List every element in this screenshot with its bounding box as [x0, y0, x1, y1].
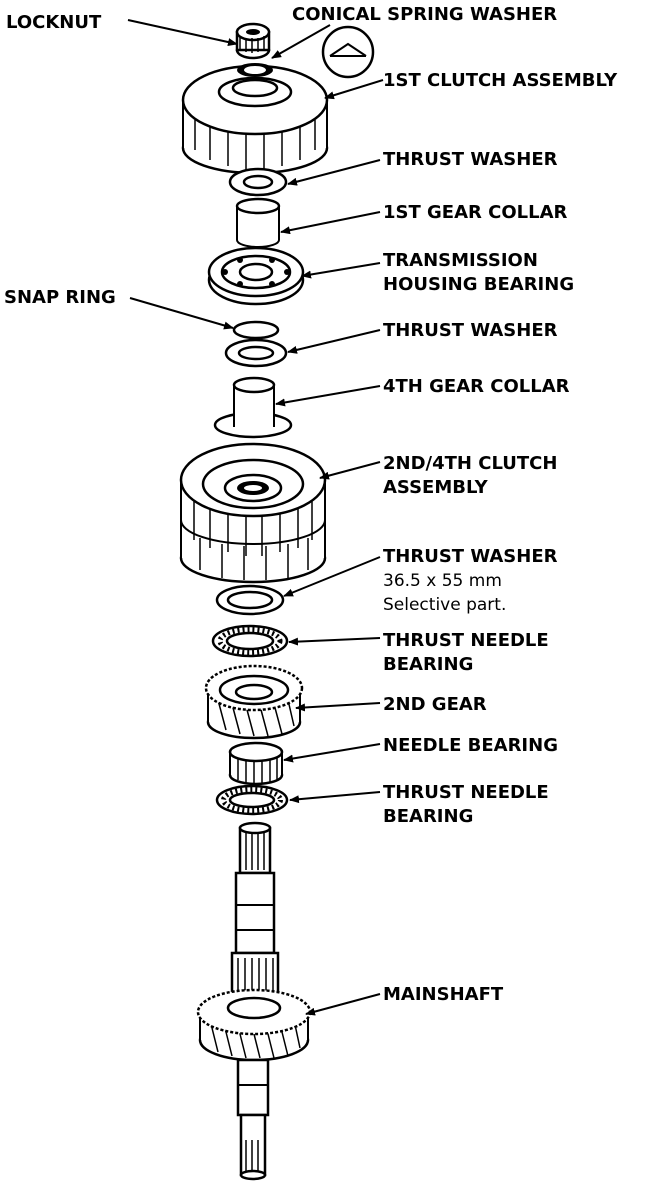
label-mainshaft: MAINSHAFT	[383, 984, 504, 1005]
thrust-washer-3-part	[215, 584, 285, 616]
label-second-fourth-clutch-2: ASSEMBLY	[383, 477, 489, 498]
label-transmission-housing-bearing-1: TRANSMISSION	[383, 250, 538, 271]
label-first-gear-collar: 1ST GEAR COLLAR	[383, 202, 568, 223]
label-transmission-housing-bearing-2: HOUSING BEARING	[383, 274, 574, 295]
transmission-housing-bearing-part	[207, 246, 305, 306]
thrust-washer-1-part	[228, 167, 288, 197]
label-thrust-washer-1: THRUST WASHER	[383, 149, 558, 170]
label-first-clutch-assembly: 1ST CLUTCH ASSEMBLY	[383, 70, 618, 91]
conical-spring-washer-detail	[321, 25, 375, 79]
thrust-needle-bearing-1-part	[211, 624, 289, 658]
label-thrust-washer-3-size: 36.5 x 55 mm	[383, 571, 502, 591]
label-thrust-needle-bearing-2a: THRUST NEEDLE	[383, 782, 549, 803]
label-needle-bearing: NEEDLE BEARING	[383, 735, 558, 756]
label-fourth-gear-collar: 4TH GEAR COLLAR	[383, 376, 570, 397]
label-locknut: LOCKNUT	[6, 12, 102, 33]
label-snap-ring: SNAP RING	[4, 287, 116, 308]
label-thrust-needle-bearing-2b: BEARING	[383, 806, 473, 827]
first-clutch-assembly-part	[181, 63, 329, 175]
label-thrust-washer-2: THRUST WASHER	[383, 320, 558, 341]
label-thrust-needle-bearing-1b: BEARING	[383, 654, 473, 675]
mainshaft-part	[196, 821, 312, 1181]
label-conical-spring-washer: CONICAL SPRING WASHER	[292, 4, 557, 25]
needle-bearing-part	[228, 741, 284, 786]
fourth-gear-collar-part	[213, 376, 293, 439]
label-thrust-washer-3-note: Selective part.	[383, 595, 506, 615]
second-gear-part	[204, 664, 304, 740]
second-fourth-clutch-assembly-part	[179, 442, 327, 584]
label-thrust-needle-bearing-1a: THRUST NEEDLE	[383, 630, 549, 651]
label-thrust-washer-3: THRUST WASHER	[383, 546, 558, 567]
first-gear-collar-part	[235, 197, 281, 248]
label-second-fourth-clutch-1: 2ND/4TH CLUTCH	[383, 453, 557, 474]
snap-ring-part	[232, 320, 280, 340]
label-second-gear: 2ND GEAR	[383, 694, 487, 715]
thrust-washer-2-part	[224, 338, 288, 368]
thrust-needle-bearing-2-part	[215, 784, 289, 816]
locknut-part	[235, 22, 271, 60]
